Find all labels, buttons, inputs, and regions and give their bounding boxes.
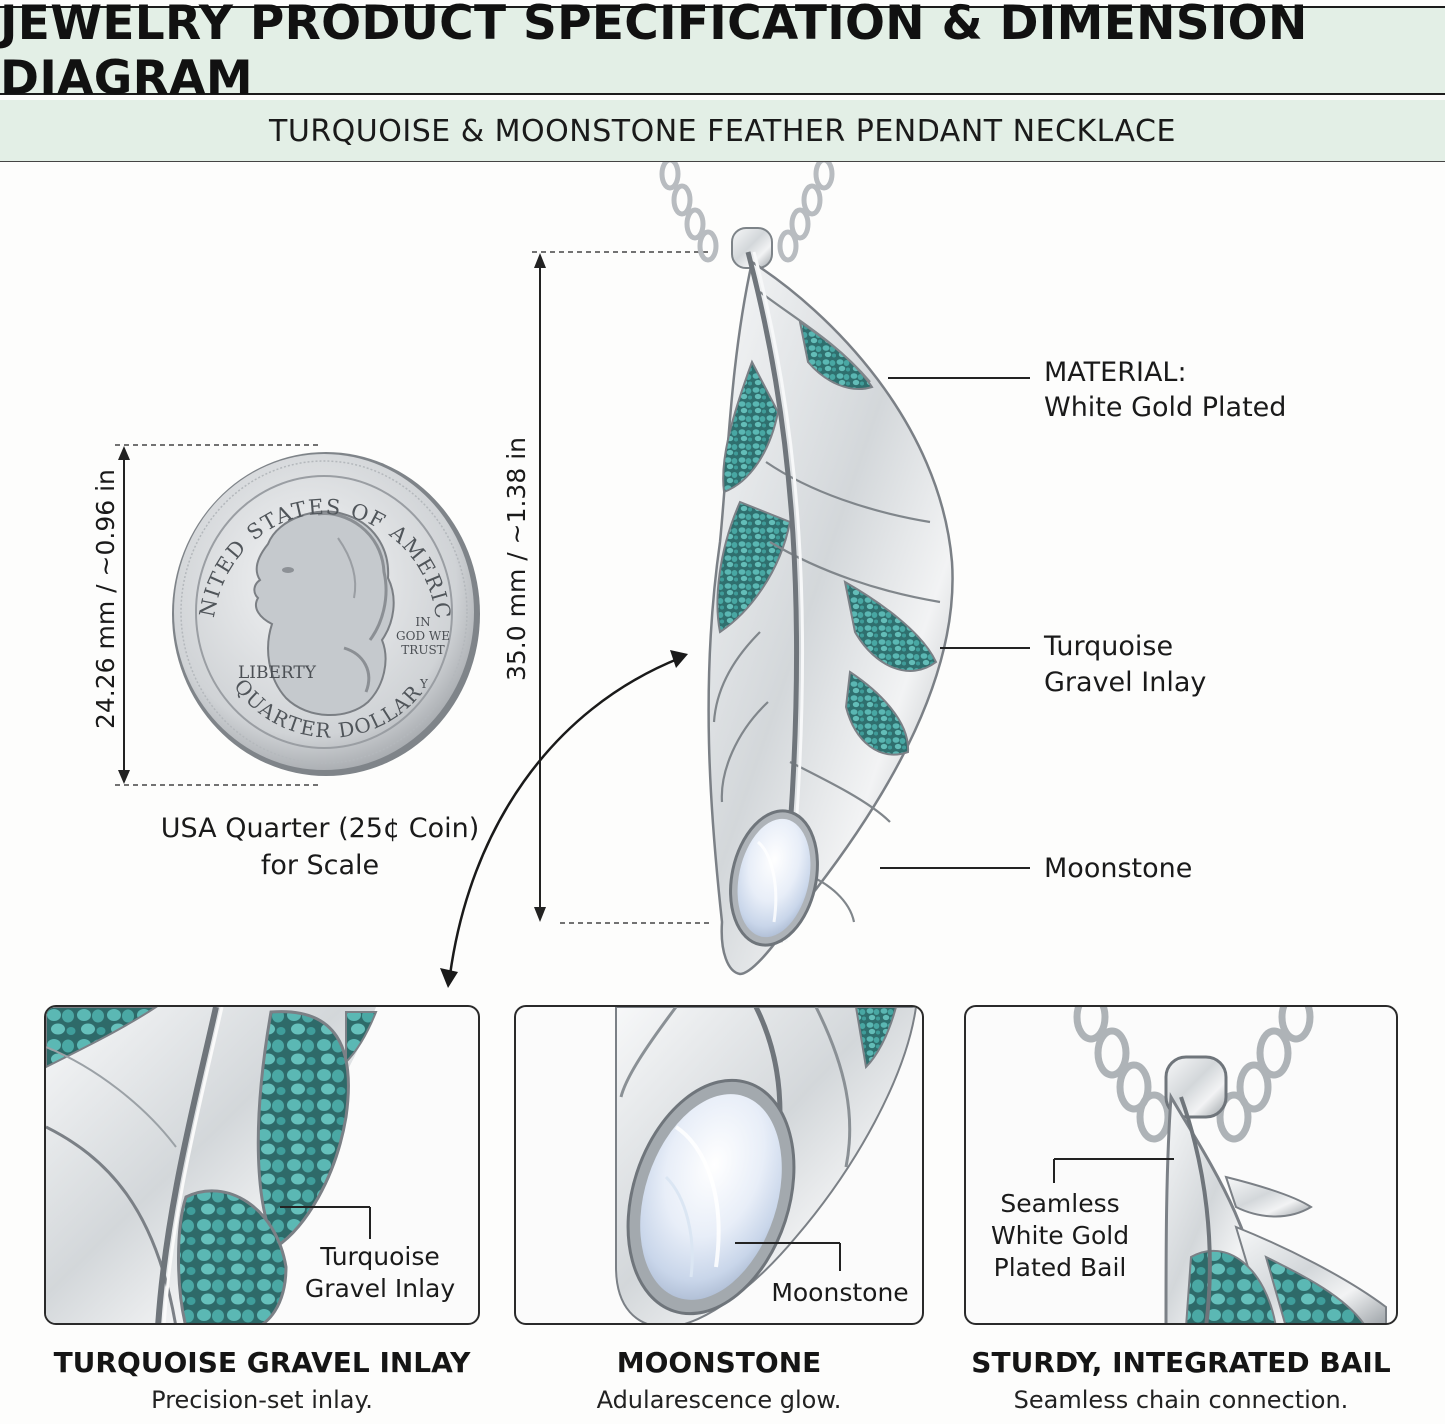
pendant-dimension-lines bbox=[532, 251, 710, 924]
detail-title-bail: STURDY, INTEGRATED BAIL bbox=[971, 1346, 1391, 1379]
coin-motto-1: IN bbox=[415, 615, 430, 629]
turquoise-panel-callout-line1: Turquoise bbox=[320, 1242, 440, 1271]
bail-closeup bbox=[1073, 1007, 1387, 1323]
quarter-coin: LIBERTY IN GOD WE TRUST Y UNITED STATES … bbox=[168, 448, 480, 776]
detail-panel-moonstone bbox=[514, 1005, 924, 1325]
bail-panel-callout-line2: White Gold bbox=[990, 1221, 1130, 1250]
callout-turquoise-line1: Turquoise bbox=[1044, 631, 1174, 662]
moonstone-closeup bbox=[615, 1007, 918, 1323]
turquoise-closeup bbox=[46, 1007, 378, 1323]
moonstone-panel-callout: Moonstone bbox=[771, 1278, 909, 1307]
coin-caption-line1: USA Quarter (25¢ Coin) bbox=[160, 813, 480, 844]
detail-desc-turquoise: Precision-set inlay. bbox=[151, 1386, 373, 1414]
coin-motto-3: TRUST bbox=[401, 643, 444, 657]
bail-panel-callout-line1: Seamless bbox=[1000, 1189, 1120, 1218]
title-band bbox=[0, 6, 1445, 95]
detail-panel-bail bbox=[964, 1005, 1398, 1325]
curved-arrow bbox=[440, 650, 688, 988]
callout-turquoise-line2: Gravel Inlay bbox=[1044, 667, 1207, 698]
turquoise-panel-callout-line bbox=[280, 1206, 371, 1239]
bail-panel-callout-line bbox=[1053, 1158, 1174, 1183]
detail-title-moonstone: MOONSTONE bbox=[616, 1346, 822, 1379]
detail-title-turquoise: TURQUOISE GRAVEL INLAY bbox=[53, 1346, 471, 1379]
coin-mint-mark: Y bbox=[419, 677, 429, 691]
turquoise-panel-callout-line2: Gravel Inlay bbox=[304, 1274, 456, 1303]
page-title: JEWELRY PRODUCT SPECIFICATION & DIMENSIO… bbox=[0, 0, 1308, 106]
feather-pendant bbox=[659, 162, 954, 976]
callout-moonstone: Moonstone bbox=[1044, 853, 1193, 884]
detail-desc-bail: Seamless chain connection. bbox=[1013, 1386, 1349, 1414]
coin-dimension-label: 24.26 mm / ~0.96 in bbox=[91, 469, 120, 729]
coin-liberty-text: LIBERTY bbox=[238, 663, 317, 683]
chain-icon bbox=[1073, 1007, 1314, 1143]
callout-material-line1: MATERIAL: bbox=[1044, 357, 1187, 388]
chain-icon bbox=[659, 162, 835, 263]
detail-panel-turquoise bbox=[44, 1005, 480, 1325]
bail-panel-callout-line3: Plated Bail bbox=[993, 1253, 1127, 1282]
coin-motto-2: GOD WE bbox=[396, 629, 450, 643]
pendant-callout-lines bbox=[880, 377, 1030, 869]
detail-desc-moonstone: Adularescence glow. bbox=[596, 1386, 842, 1414]
coin-caption-line2: for Scale bbox=[260, 850, 380, 881]
subtitle-band bbox=[0, 100, 1445, 162]
page-subtitle: TURQUOISE & MOONSTONE FEATHER PENDANT NE… bbox=[269, 113, 1176, 149]
callout-material-line2: White Gold Plated bbox=[1044, 392, 1287, 423]
coin-dimension-lines bbox=[115, 444, 320, 786]
moonstone-panel-callout-line bbox=[735, 1242, 841, 1271]
